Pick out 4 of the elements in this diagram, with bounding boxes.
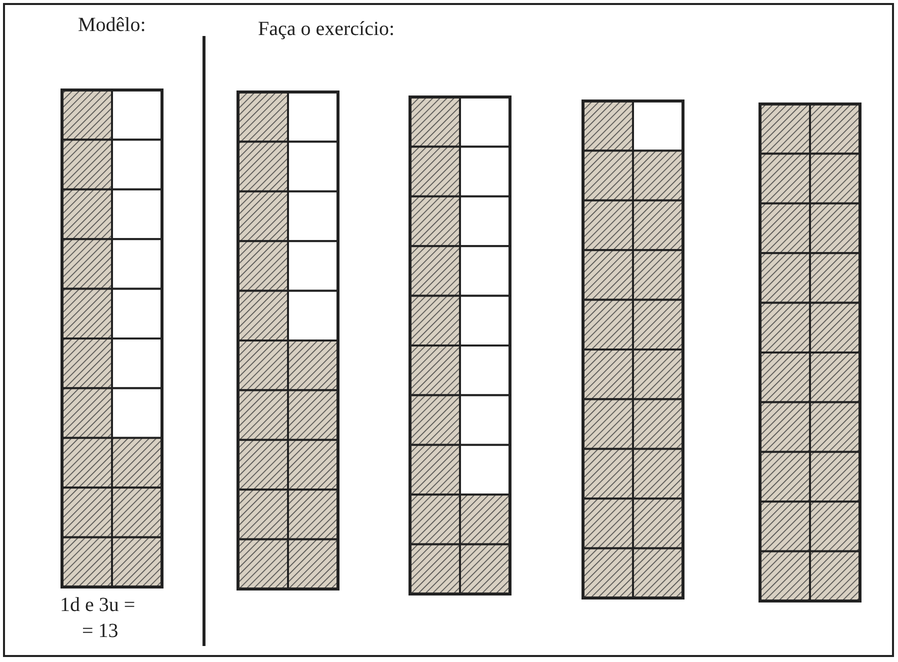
exercise-heading: Faça o exercício: xyxy=(258,18,395,41)
model-heading: Modêlo: xyxy=(78,14,146,37)
equation-text: 1d e 3u = xyxy=(60,594,136,617)
equation-text: = 13 xyxy=(82,620,118,643)
